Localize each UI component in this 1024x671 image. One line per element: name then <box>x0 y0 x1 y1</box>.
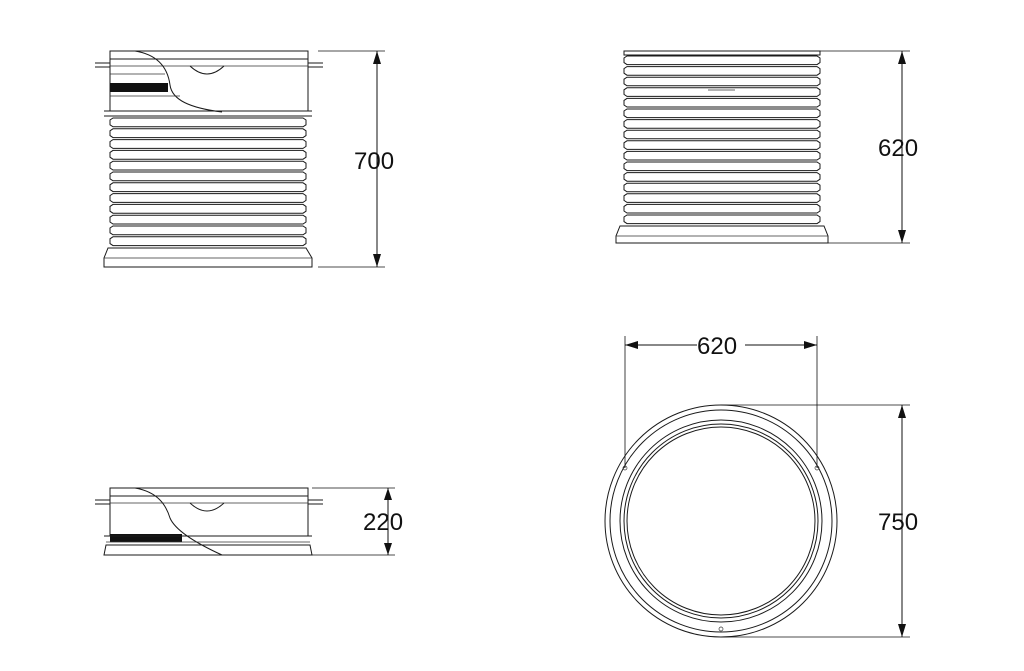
corrugation-rib <box>109 214 307 225</box>
dimension-label-750: 750 <box>878 509 918 536</box>
corrugation-rib <box>623 193 821 203</box>
corrugation-rib <box>623 108 821 119</box>
corrugation-rib <box>623 66 821 76</box>
dimension-label-620-width: 620 <box>697 333 737 360</box>
corrugation-rib <box>109 128 307 139</box>
corrugation-rib <box>109 117 307 128</box>
view-shaft-700: 700 <box>95 50 394 268</box>
corrugation-rib <box>109 182 307 193</box>
view-shaft-620: 620 <box>615 50 918 244</box>
dimension-label-620-height: 620 <box>878 135 918 162</box>
dimension-label-700: 700 <box>354 148 394 175</box>
corrugation-rib <box>109 171 307 182</box>
view-plan: 620 750 <box>604 333 918 638</box>
corrugation-rib <box>623 203 821 214</box>
corrugation-rib <box>623 161 821 172</box>
corrugation-rib <box>109 225 307 236</box>
corrugation-rib <box>623 97 821 108</box>
corrugation-rib <box>109 160 307 171</box>
corrugation-rib <box>109 149 307 160</box>
corrugation-rib <box>109 193 307 203</box>
corrugation-rib <box>623 119 821 129</box>
dimension-label-220: 220 <box>363 509 403 536</box>
corrugation-rib <box>623 87 821 97</box>
view-adapter-220: 220 <box>95 487 403 556</box>
corrugations-700 <box>109 117 307 247</box>
corrugations-620 <box>623 55 821 225</box>
corrugation-rib <box>623 150 821 161</box>
corrugation-rib <box>623 172 821 182</box>
corrugation-rib <box>623 214 821 225</box>
corrugation-rib <box>109 236 307 247</box>
corrugation-rib <box>623 76 821 87</box>
corrugation-rib <box>109 139 307 149</box>
corrugation-rib <box>623 182 821 193</box>
corrugation-rib <box>623 140 821 150</box>
corrugation-rib <box>623 129 821 140</box>
corrugation-rib <box>623 55 821 66</box>
corrugation-rib <box>109 203 307 214</box>
